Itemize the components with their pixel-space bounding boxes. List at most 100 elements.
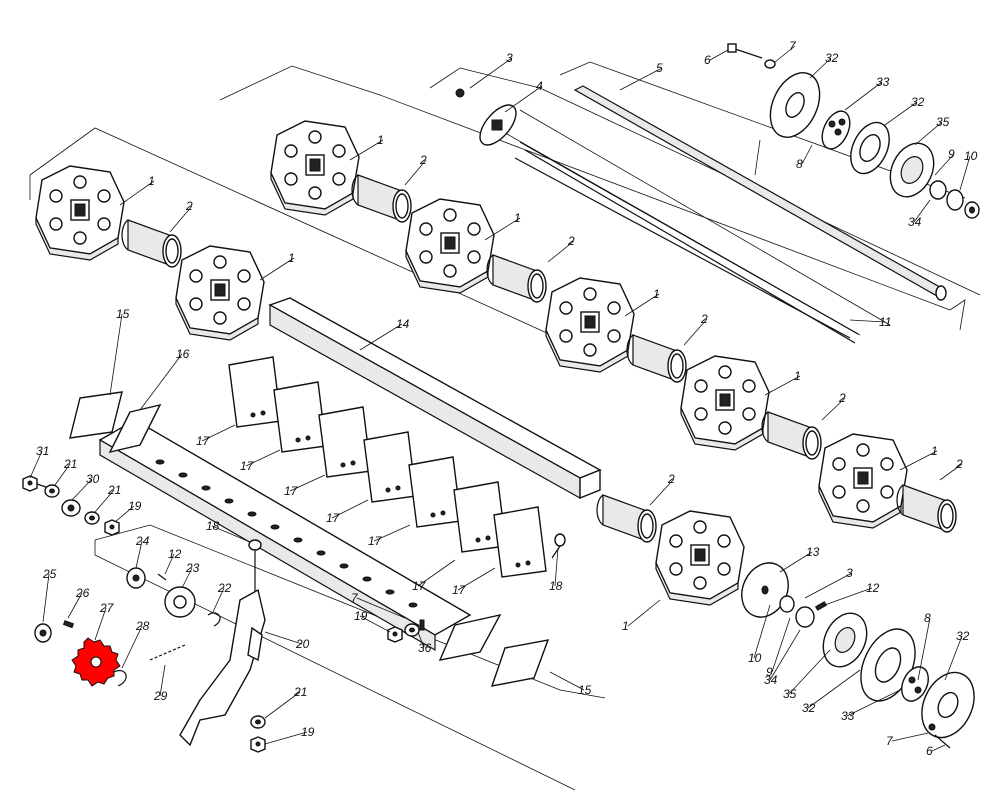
leader-line-p2f <box>939 463 963 481</box>
leader-line-p1b <box>259 257 295 281</box>
leader-line-p7a <box>774 45 796 63</box>
round-shaft-5 <box>573 85 947 301</box>
part-label-p17g: 17 <box>452 583 467 597</box>
leader-line-p19b <box>264 731 308 745</box>
bar-16-slots <box>155 459 418 608</box>
hub-1a <box>35 165 125 261</box>
leader-line-p24 <box>135 540 143 569</box>
part-label-p32c: 32 <box>802 701 816 715</box>
leader-line-p16 <box>139 353 183 411</box>
part-label-p2b: 2 <box>419 153 427 167</box>
hub-1c <box>270 120 360 216</box>
sleeve-2d <box>626 334 687 383</box>
leader-line-p17f <box>417 559 456 587</box>
leader-line-p17g <box>457 567 496 591</box>
sleeve-2c <box>486 254 547 303</box>
sleeve-2e <box>761 411 822 460</box>
part-label-p33a: 33 <box>876 75 890 89</box>
leader-line-p35a <box>914 121 943 146</box>
part-label-p2e: 2 <box>838 391 846 405</box>
leader-line-p7c <box>891 732 929 742</box>
part-label-p21b: 21 <box>107 483 121 497</box>
part-label-p21c: 21 <box>293 685 307 699</box>
part-label-p35b: 35 <box>783 687 797 701</box>
part-label-p21a: 21 <box>63 457 77 471</box>
part-label-p20: 20 <box>295 637 310 651</box>
part-label-p13: 13 <box>806 545 820 559</box>
leader-line-p15b <box>549 671 585 691</box>
leader-line-p9a <box>934 153 955 176</box>
plate-17c <box>318 406 372 478</box>
leader-line-p2c <box>547 240 575 263</box>
hub-1e <box>545 277 635 373</box>
bearing-assembly-bottom <box>741 562 975 749</box>
part-label-p1h: 1 <box>622 619 629 633</box>
leader-line-p32d <box>944 635 963 681</box>
leader-line-p17d <box>331 499 369 519</box>
part-label-p9a: 9 <box>948 147 955 161</box>
arm-20 <box>179 588 266 753</box>
sprocket-23-group <box>126 567 221 627</box>
bar-16 <box>98 403 502 661</box>
part-label-p7a: 7 <box>789 39 797 53</box>
part-label-p4: 4 <box>536 79 543 93</box>
bolt-18-upper <box>551 533 566 559</box>
part-label-p15a: 15 <box>116 307 130 321</box>
part-label-p24: 24 <box>135 534 150 548</box>
part-label-p17e: 17 <box>368 534 383 548</box>
sleeve-2a <box>121 219 182 268</box>
part-label-p18b: 18 <box>549 579 563 593</box>
part-label-p26: 26 <box>75 586 90 600</box>
leader-line-p19a <box>114 505 135 523</box>
leader-line-p17c <box>289 474 326 492</box>
part-label-p17f: 17 <box>412 579 427 593</box>
part-label-p1a: 1 <box>148 174 155 188</box>
part-label-p17d: 17 <box>326 511 341 525</box>
leader-line-p31 <box>29 450 43 479</box>
plate-17e <box>408 456 462 528</box>
plate-17g <box>493 506 547 578</box>
part-label-p7c: 7 <box>886 734 894 748</box>
part-label-p19b: 19 <box>301 725 315 739</box>
leader-line-p2b <box>404 159 427 186</box>
leader-line-p21b <box>94 489 115 513</box>
plate-17d <box>363 431 417 503</box>
leader-line-p10b <box>753 604 771 659</box>
part-label-p17a: 17 <box>196 434 211 448</box>
leader-line-p22 <box>212 587 225 613</box>
rods-11 <box>514 141 859 344</box>
leader-line-p1a <box>119 180 155 206</box>
fasteners-36 <box>387 619 425 643</box>
part-label-p11: 11 <box>879 315 891 329</box>
part-label-p15b: 15 <box>578 683 592 697</box>
hub-1f <box>680 355 770 451</box>
leader-line-p34b <box>769 629 801 681</box>
leader-line-p32c <box>807 669 861 709</box>
part-label-p36: 36 <box>418 641 432 655</box>
leader-line-p9b <box>771 617 791 673</box>
part-label-p27: 27 <box>99 601 115 615</box>
part-label-p29: 29 <box>153 689 168 703</box>
leader-line-p7b <box>356 597 406 619</box>
leader-line-p17b <box>245 449 281 467</box>
part-label-p35a: 35 <box>936 115 950 129</box>
part-label-p16: 16 <box>176 347 190 361</box>
leader-line-p34a <box>913 199 931 223</box>
leader-line-p1g <box>899 450 938 471</box>
part-label-p2g: 2 <box>667 472 675 486</box>
leader-line-p4 <box>504 85 543 113</box>
leader-line-p29 <box>159 664 166 697</box>
part-label-p3a: 3 <box>506 51 513 65</box>
leader-line-p1c <box>349 139 384 161</box>
part-label-p7b: 7 <box>351 591 359 605</box>
part-label-p2f: 2 <box>955 457 963 471</box>
leader-line-p21a <box>54 463 71 486</box>
part-label-p23: 23 <box>185 561 200 575</box>
leader-line-p8b <box>917 617 931 681</box>
leader-line-p10a <box>959 155 971 191</box>
part-label-p30: 30 <box>86 472 100 486</box>
part-label-p1d: 1 <box>514 211 521 225</box>
leader-line-p11 <box>849 319 886 323</box>
part-label-p2c: 2 <box>567 234 575 248</box>
part-label-p32b: 32 <box>911 95 925 109</box>
